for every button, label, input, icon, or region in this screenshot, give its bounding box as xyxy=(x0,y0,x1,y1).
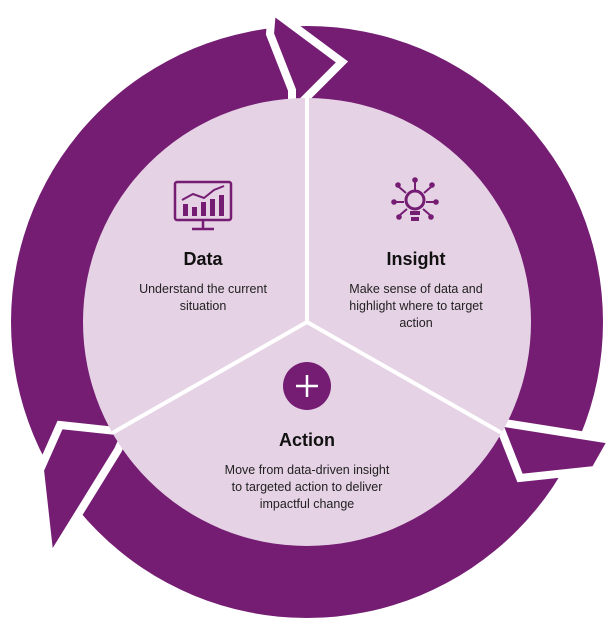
divider-right xyxy=(305,320,502,434)
segment-description-line: action xyxy=(399,316,432,330)
segment-title: Insight xyxy=(387,249,446,269)
divider-left xyxy=(112,320,309,434)
segment-insight: Insight Make sense of data and highlight… xyxy=(349,177,483,330)
arrow-right xyxy=(491,416,614,483)
segment-title: Action xyxy=(279,430,335,450)
lightbulb-network-icon xyxy=(391,177,439,221)
segment-data: Data Understand the current situation xyxy=(139,180,267,313)
segment-description-line: Make sense of data and xyxy=(349,282,482,296)
segment-description-line: highlight where to target xyxy=(349,299,483,313)
segment-description-line: situation xyxy=(180,299,227,313)
segment-dividers xyxy=(112,96,502,434)
segment-description-line: to targeted action to deliver xyxy=(232,480,383,494)
segment-description-line: Move from data-driven insight xyxy=(225,463,390,477)
plus-circle-icon xyxy=(283,362,331,410)
segment-action: Action Move from data-driven insight to … xyxy=(225,362,390,511)
segment-description-line: Understand the current xyxy=(139,282,267,296)
segment-title: Data xyxy=(183,249,223,269)
monitor-chart-icon xyxy=(173,180,233,231)
segment-description-line: impactful change xyxy=(260,497,355,511)
